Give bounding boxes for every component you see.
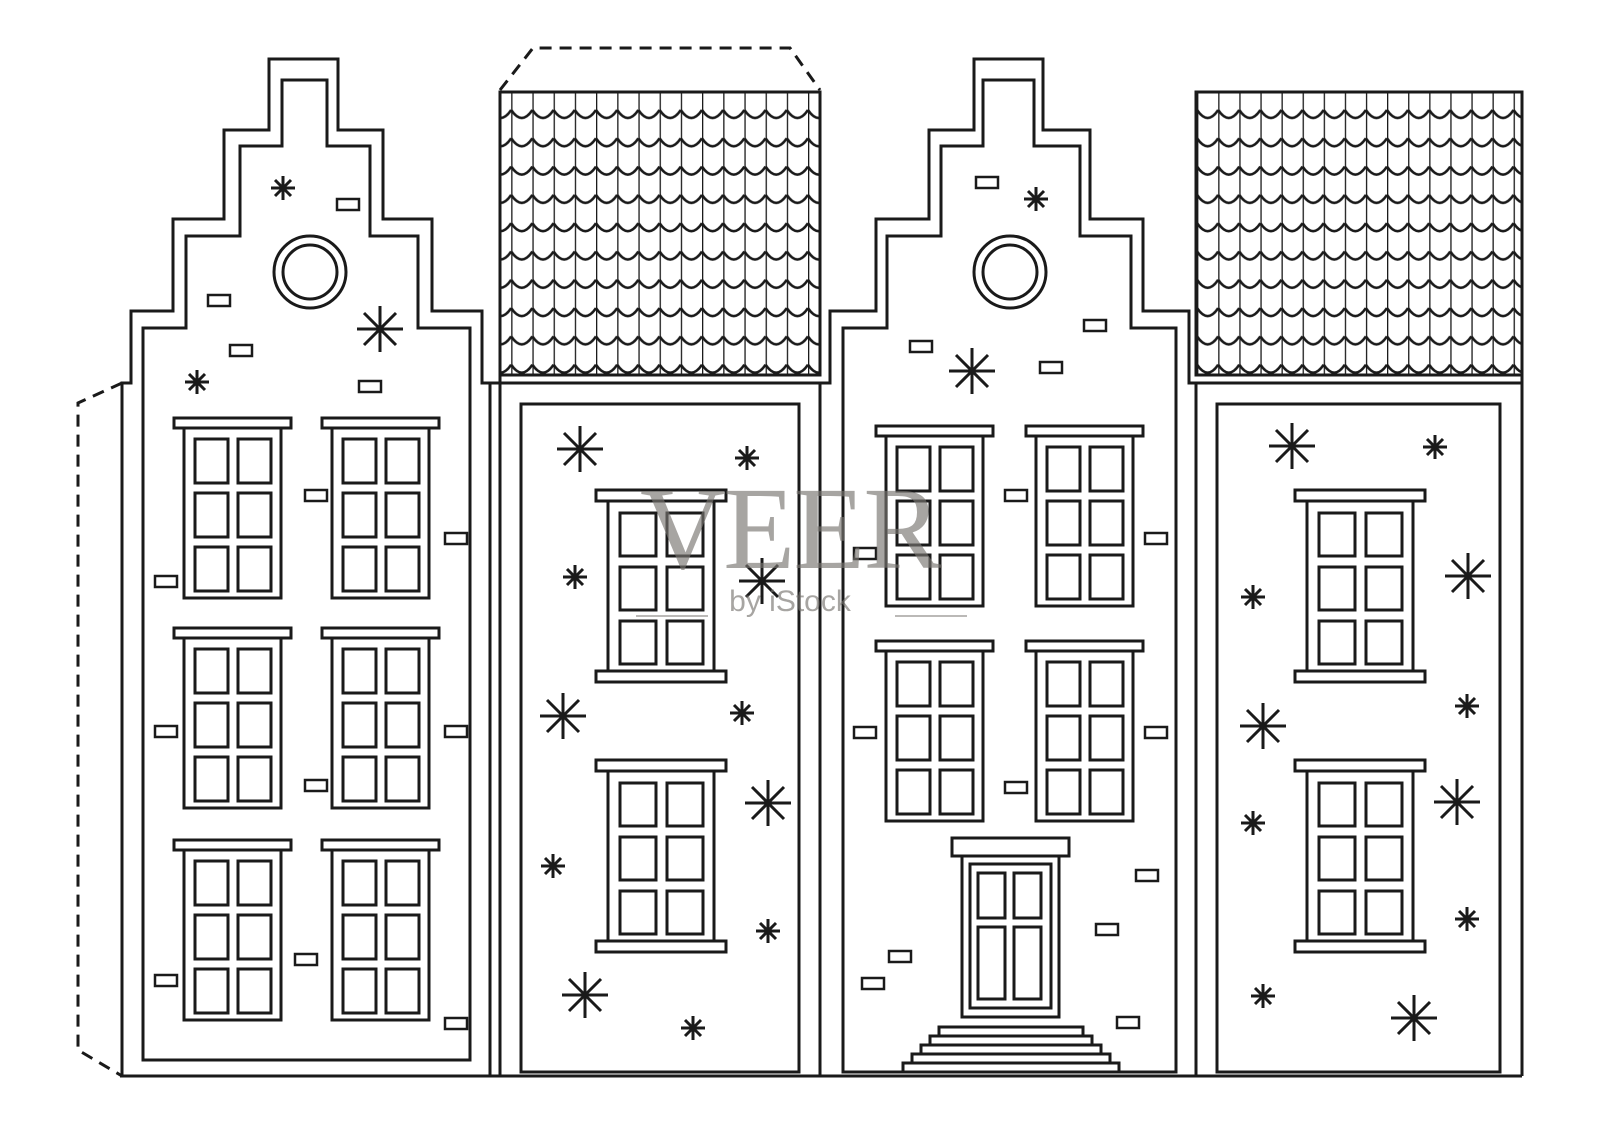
brick xyxy=(1038,360,1064,375)
brick xyxy=(974,175,1000,190)
snowflake-icon xyxy=(1022,185,1050,213)
brick xyxy=(1115,1015,1141,1030)
snowflake-icon xyxy=(947,346,997,396)
snowflake-icon xyxy=(1389,993,1439,1043)
brick xyxy=(1143,725,1169,740)
brick xyxy=(1143,531,1169,546)
brick xyxy=(887,949,913,964)
snowflake-icon xyxy=(1443,551,1493,601)
brick xyxy=(303,778,329,793)
snowflake-icon xyxy=(355,304,405,354)
front-steps xyxy=(901,1025,1121,1074)
window xyxy=(594,488,728,684)
snowflake-icon xyxy=(1421,433,1449,461)
snowflake-icon xyxy=(539,852,567,880)
brick xyxy=(1003,488,1029,503)
window xyxy=(320,416,441,600)
window xyxy=(874,424,995,608)
brick xyxy=(153,973,179,988)
snowflake-icon xyxy=(269,174,297,202)
snowflake-icon xyxy=(754,917,782,945)
house-1 xyxy=(120,57,492,1076)
house-3 xyxy=(818,57,1198,1076)
snowflake-icon xyxy=(1249,982,1277,1010)
brick xyxy=(908,339,934,354)
snowflake-icon xyxy=(737,556,787,606)
snowflake-icon xyxy=(561,563,589,591)
snowflake-icon xyxy=(743,778,793,828)
snowflake-icon xyxy=(1239,809,1267,837)
brick xyxy=(153,724,179,739)
brick xyxy=(1094,922,1120,937)
brick xyxy=(153,574,179,589)
house-3-gable-inner xyxy=(841,78,1178,1074)
house-1-gable-outer xyxy=(120,57,492,1076)
snowflake-icon xyxy=(555,424,605,474)
brick xyxy=(1003,780,1029,795)
snowflake-icon xyxy=(728,699,756,727)
tiled-roof xyxy=(498,90,822,377)
house-4-panel xyxy=(1215,402,1502,1074)
house-3-gable-outer xyxy=(818,57,1198,1076)
window xyxy=(1293,488,1427,684)
brick xyxy=(335,197,361,212)
brick xyxy=(293,952,319,967)
round-window xyxy=(972,234,1048,310)
brick xyxy=(303,488,329,503)
snowflake-icon xyxy=(538,691,588,741)
brick xyxy=(228,343,254,358)
brick xyxy=(1082,318,1108,333)
snowflake-icon xyxy=(183,368,211,396)
fold-flap-dashed xyxy=(76,381,123,1078)
snowflake-icon xyxy=(1453,692,1481,720)
window xyxy=(1293,758,1427,954)
snowflake-icon xyxy=(1453,905,1481,933)
window xyxy=(172,626,293,810)
house-4 xyxy=(1189,90,1524,1076)
snowflake-icon xyxy=(1239,583,1267,611)
house-2-panel xyxy=(519,402,801,1074)
brick xyxy=(443,1016,469,1031)
window xyxy=(874,639,995,823)
brick xyxy=(1134,868,1160,883)
snowflake-icon xyxy=(1238,701,1288,751)
window xyxy=(1024,424,1145,608)
house-1-gable-inner xyxy=(141,78,472,1062)
brick xyxy=(206,293,232,308)
brick xyxy=(852,725,878,740)
snowflake-icon xyxy=(679,1014,707,1042)
brick xyxy=(357,379,383,394)
brick xyxy=(443,531,469,546)
brick xyxy=(860,976,886,991)
roof-dashed-tab xyxy=(498,46,822,91)
tiled-roof xyxy=(1194,90,1524,377)
window xyxy=(594,758,728,954)
snowflake-icon xyxy=(560,970,610,1020)
front-door xyxy=(950,836,1071,1019)
window xyxy=(1024,639,1145,823)
window xyxy=(172,416,293,600)
brick xyxy=(443,724,469,739)
house-2 xyxy=(490,46,822,1076)
window xyxy=(320,626,441,810)
snowflake-icon xyxy=(1432,777,1482,827)
window xyxy=(320,838,441,1022)
window xyxy=(172,838,293,1022)
snowflake-icon xyxy=(1267,421,1317,471)
brick xyxy=(852,546,878,561)
round-window xyxy=(272,234,348,310)
snowflake-icon xyxy=(733,444,761,472)
